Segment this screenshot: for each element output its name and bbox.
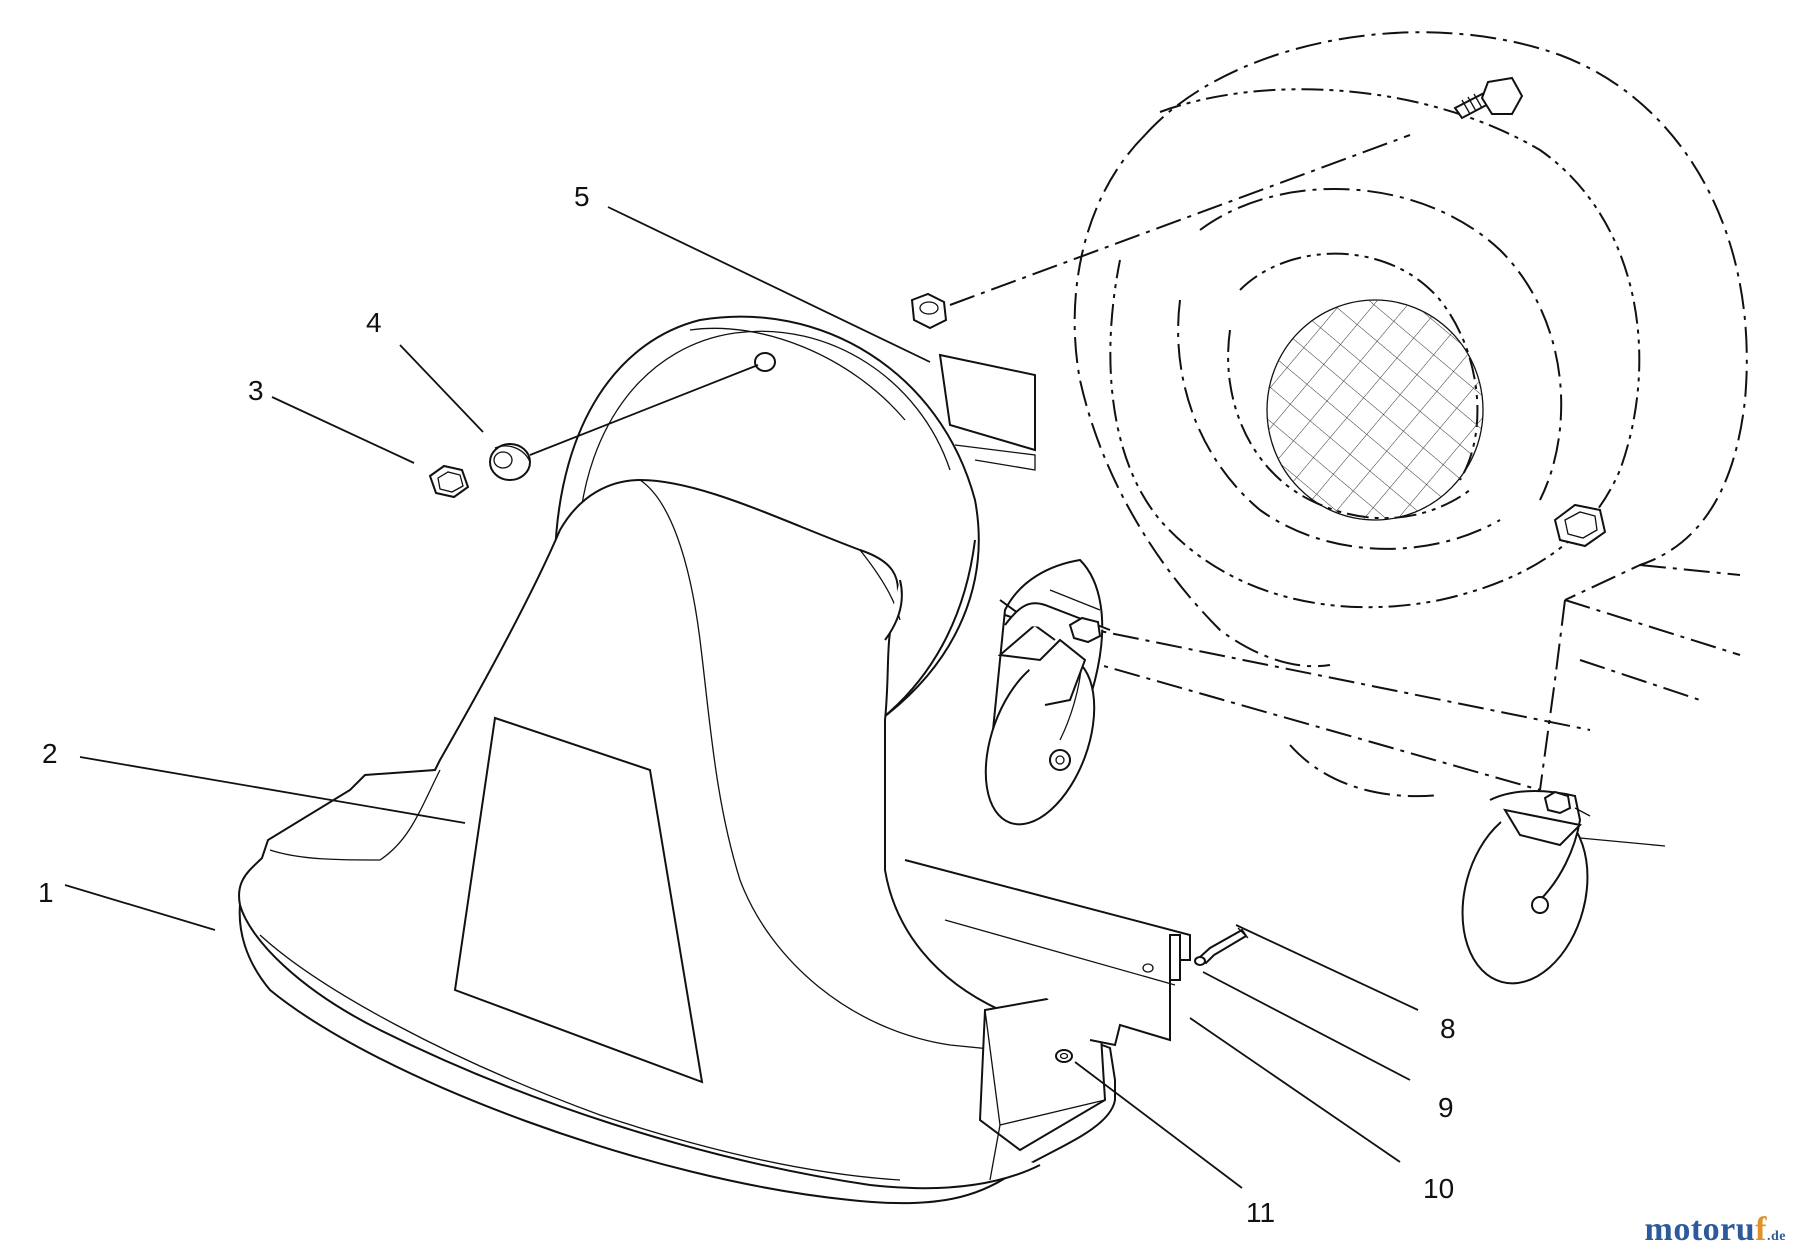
callout-5: 5 — [574, 181, 590, 212]
callout-2: 2 — [42, 738, 58, 769]
leader-11 — [1074, 1061, 1243, 1189]
leader-lines — [64, 206, 1419, 1189]
watermark-logo: motoruf.de — [1645, 1211, 1786, 1249]
watermark-text-suffix: .de — [1767, 1229, 1786, 1244]
callout-8: 8 — [1440, 1013, 1456, 1044]
drum-hole — [754, 352, 776, 372]
front-wheel-assembly — [984, 558, 1111, 826]
clevis-pin — [1194, 927, 1249, 966]
leader-10 — [1189, 1017, 1401, 1163]
callout-numbers: 1 2 3 4 5 8 9 10 11 — [38, 181, 1456, 1228]
callout-9: 9 — [1438, 1092, 1454, 1123]
phantom-mower-housing — [949, 31, 1748, 798]
assembly-line-washer — [529, 364, 759, 456]
hex-bolt-top — [1453, 76, 1524, 120]
leader-1 — [64, 884, 216, 931]
leader-3 — [271, 396, 415, 464]
decal-panel — [453, 716, 704, 1084]
leader-8 — [1235, 924, 1419, 1011]
leader-4 — [399, 344, 484, 433]
grass-screen — [1266, 299, 1484, 521]
leader-5 — [607, 206, 931, 363]
rear-wheel-assembly — [1461, 790, 1666, 985]
callout-10: 10 — [1423, 1173, 1454, 1204]
hex-nut — [428, 464, 470, 499]
hex-bolt-housing — [1553, 503, 1607, 548]
washer — [489, 443, 531, 481]
callout-4: 4 — [366, 307, 382, 338]
watermark-text-main: motoru — [1644, 1211, 1756, 1248]
callout-11: 11 — [1246, 1197, 1275, 1228]
watermark-text-accent: f — [1755, 1211, 1767, 1248]
hex-nut-upper — [910, 292, 948, 330]
leader-2 — [79, 756, 466, 824]
mounting-bar — [904, 859, 1191, 1047]
decal-small — [938, 353, 1036, 471]
callout-3: 3 — [248, 375, 264, 406]
leader-9 — [1202, 971, 1411, 1081]
callout-1: 1 — [38, 877, 54, 908]
